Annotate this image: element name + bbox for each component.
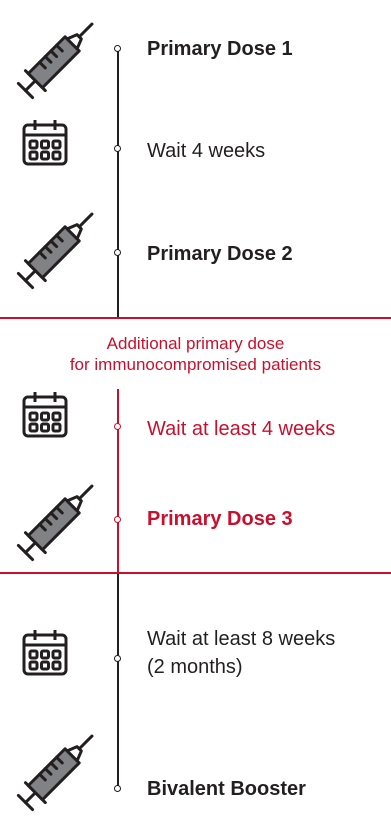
section-divider-bottom <box>0 572 391 574</box>
timeline-line-additional <box>117 389 119 573</box>
calendar-icon <box>20 118 70 168</box>
step-wait-at-least-4-weeks: Wait at least 4 weeks <box>147 418 336 440</box>
timeline-dot <box>114 249 121 256</box>
syringe-icon <box>8 470 108 570</box>
timeline-line-bottom <box>117 573 119 789</box>
syringe-icon <box>8 720 108 820</box>
step-wait-4-weeks: Wait 4 weeks <box>147 140 266 162</box>
timeline-dot <box>114 423 121 430</box>
calendar-icon <box>20 390 70 440</box>
timeline-line-top <box>117 50 119 318</box>
syringe-icon <box>8 198 108 298</box>
calendar-icon <box>20 628 70 678</box>
step-wait-at-least-8-weeks: Wait at least 8 weeks <box>147 628 336 650</box>
timeline-dot <box>114 785 121 792</box>
step-primary-dose-3: Primary Dose 3 <box>147 508 293 530</box>
timeline-dot <box>114 655 121 662</box>
step-bivalent-booster: Bivalent Booster <box>147 778 306 800</box>
timeline-dot <box>114 145 121 152</box>
additional-dose-note-line2: for immunocompromised patients <box>69 355 322 374</box>
additional-dose-note-line1: Additional primary dose <box>106 334 285 353</box>
step-wait-2-months: (2 months) <box>147 656 243 678</box>
timeline-dot <box>114 45 121 52</box>
timeline-dot <box>114 516 121 523</box>
section-divider-top <box>0 317 391 319</box>
step-primary-dose-2: Primary Dose 2 <box>147 243 293 265</box>
step-primary-dose-1: Primary Dose 1 <box>147 38 293 60</box>
syringe-icon <box>8 8 108 108</box>
